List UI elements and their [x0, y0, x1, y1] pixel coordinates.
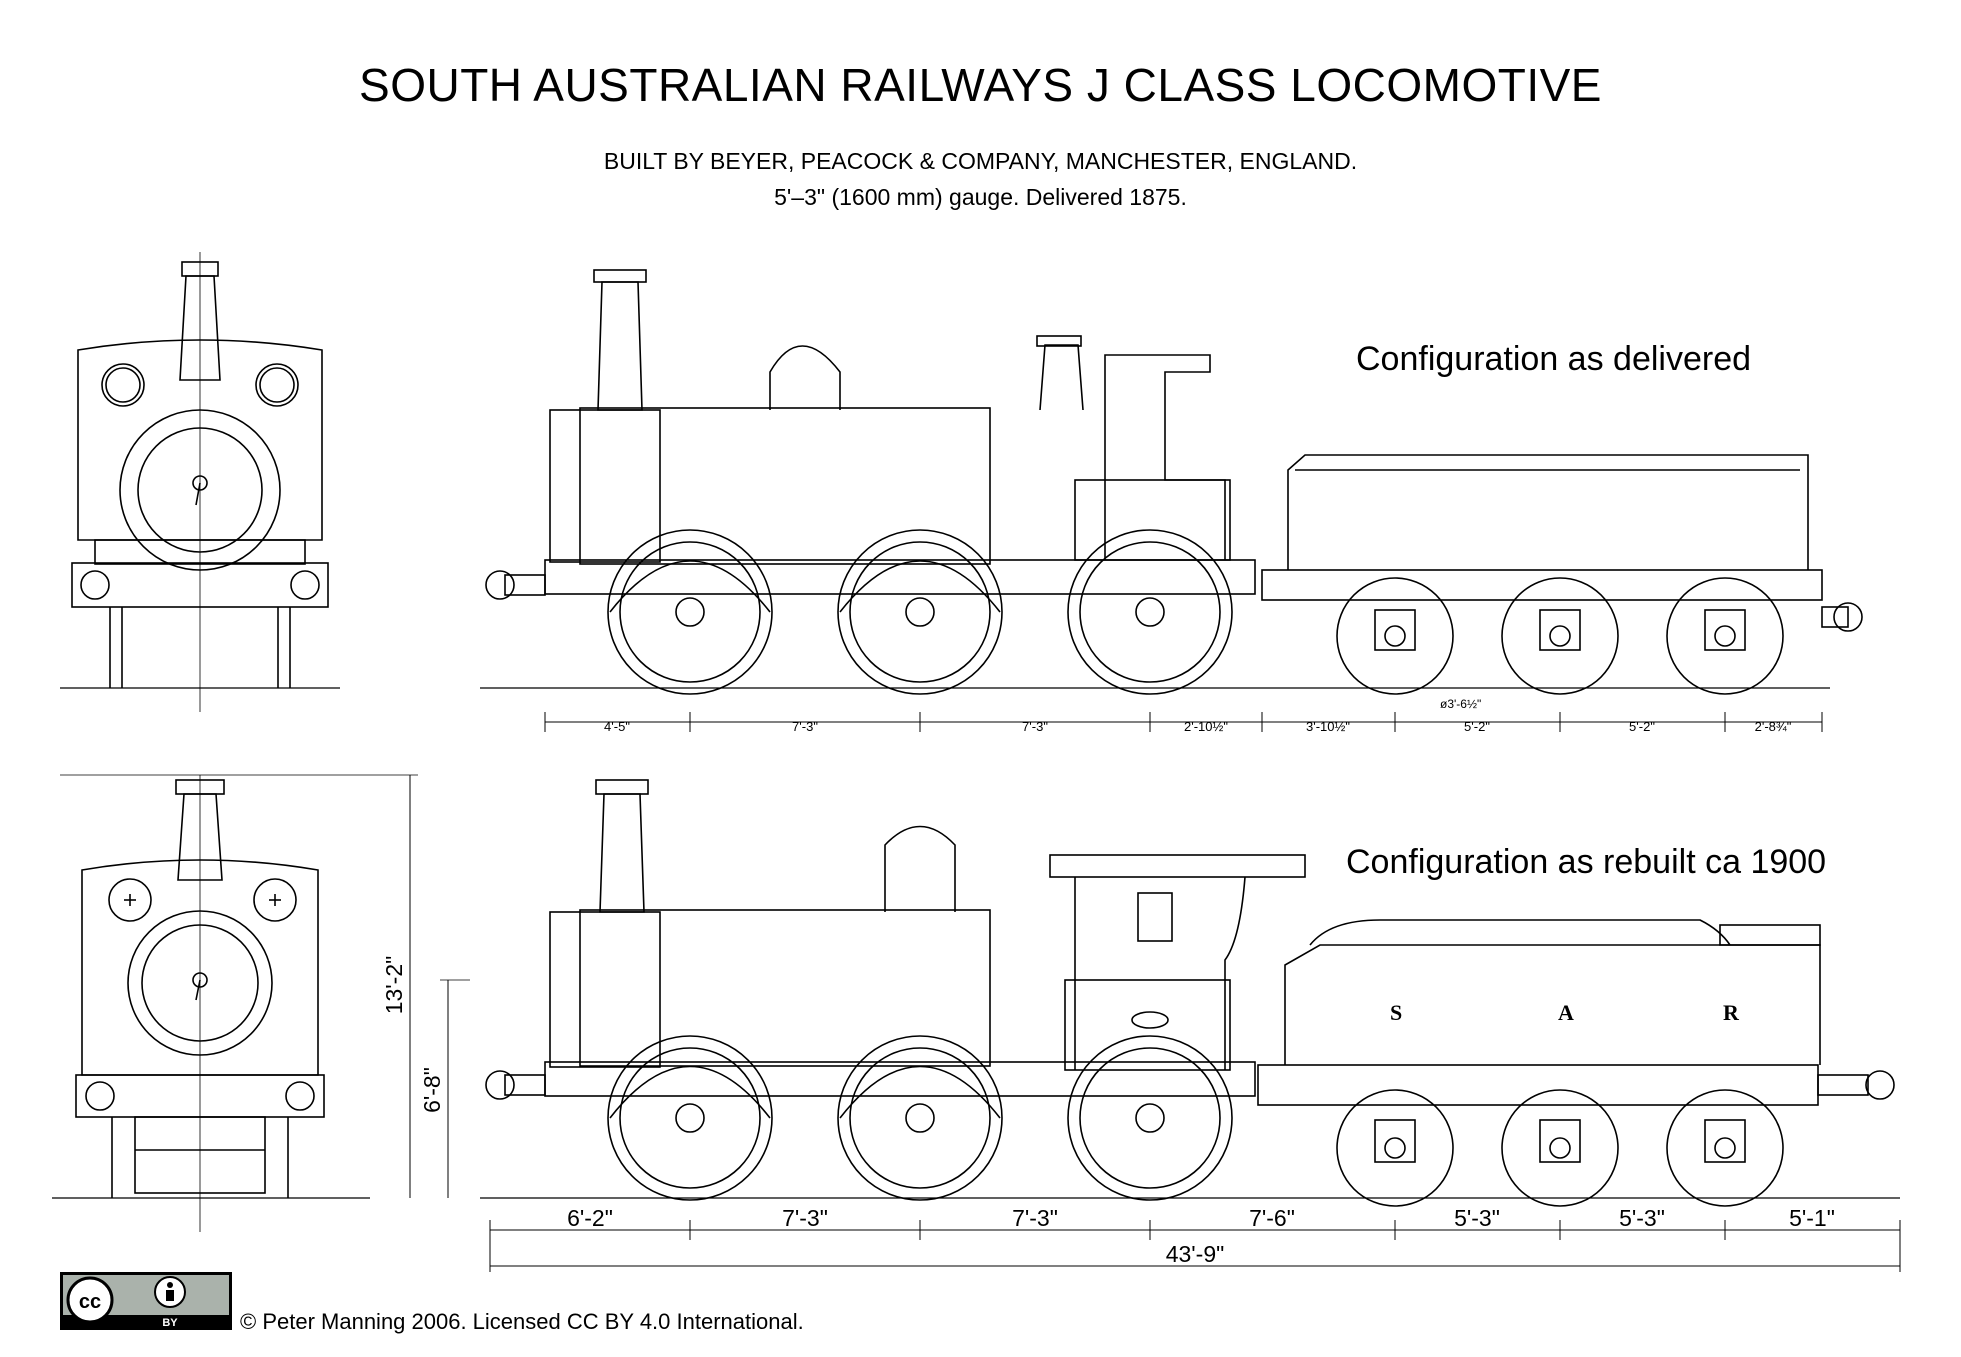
delivered-dim-6: 5'-2" — [1464, 719, 1490, 734]
rebuilt-dim-4: 7'-6" — [1249, 1205, 1295, 1231]
rebuilt-dim-3: 7'-3" — [1012, 1205, 1058, 1231]
delivered-dim-2: 7'-3" — [792, 719, 818, 734]
side-view-rebuilt — [60, 774, 1901, 1272]
page-title: SOUTH AUSTRALIAN RAILWAYS J CLASS LOCOMO… — [359, 59, 1602, 111]
delivered-config-label: Configuration as delivered — [1356, 340, 1752, 378]
tender-letter-r: R — [1723, 1000, 1740, 1025]
by-label: BY — [162, 1317, 178, 1329]
front-view-delivered — [60, 252, 340, 712]
rebuilt-config-label: Configuration as rebuilt ca 1900 — [1346, 843, 1827, 881]
rebuilt-dim-7: 5'-1" — [1789, 1205, 1835, 1231]
front-view-rebuilt — [52, 775, 370, 1232]
delivered-dim-1: 4'-5" — [604, 719, 630, 734]
cc-by-badge[interactable]: cc BY — [60, 1272, 232, 1330]
builder-subtitle: BUILT BY BEYER, PEACOCK & COMPANY, MANCH… — [603, 148, 1358, 174]
delivered-dim-5: 3'-10½" — [1306, 719, 1350, 734]
height-boiler: 6'-8" — [419, 1067, 445, 1113]
height-total: 13'-2" — [381, 956, 407, 1015]
delivered-dim-8: 2'-8¾" — [1755, 719, 1792, 734]
wheel-diameter-label: ø3'-6½" — [1440, 697, 1481, 711]
delivered-dim-3: 7'-3" — [1022, 719, 1048, 734]
delivered-dim-4: 2'-10½" — [1184, 719, 1228, 734]
gauge-subtitle: 5'–3" (1600 mm) gauge. Delivered 1875. — [774, 184, 1187, 210]
rebuilt-dim-6: 5'-3" — [1619, 1205, 1665, 1231]
cc-logo-icon — [66, 1276, 114, 1324]
tender-letter-a: A — [1558, 1000, 1574, 1025]
rebuilt-dim-1: 6'-2" — [567, 1205, 613, 1231]
license-credit: © Peter Manning 2006. Licensed CC BY 4.0… — [240, 1309, 804, 1334]
tender-letter-s: S — [1390, 1000, 1402, 1025]
overall-length: 43'-9" — [1166, 1241, 1225, 1267]
delivered-dim-7: 5'-2" — [1629, 719, 1655, 734]
cc-logo-text: cc — [79, 1291, 101, 1313]
rebuilt-dim-5: 5'-3" — [1454, 1205, 1500, 1231]
rebuilt-dim-2: 7'-3" — [782, 1205, 828, 1231]
side-view-delivered — [480, 269, 1863, 732]
